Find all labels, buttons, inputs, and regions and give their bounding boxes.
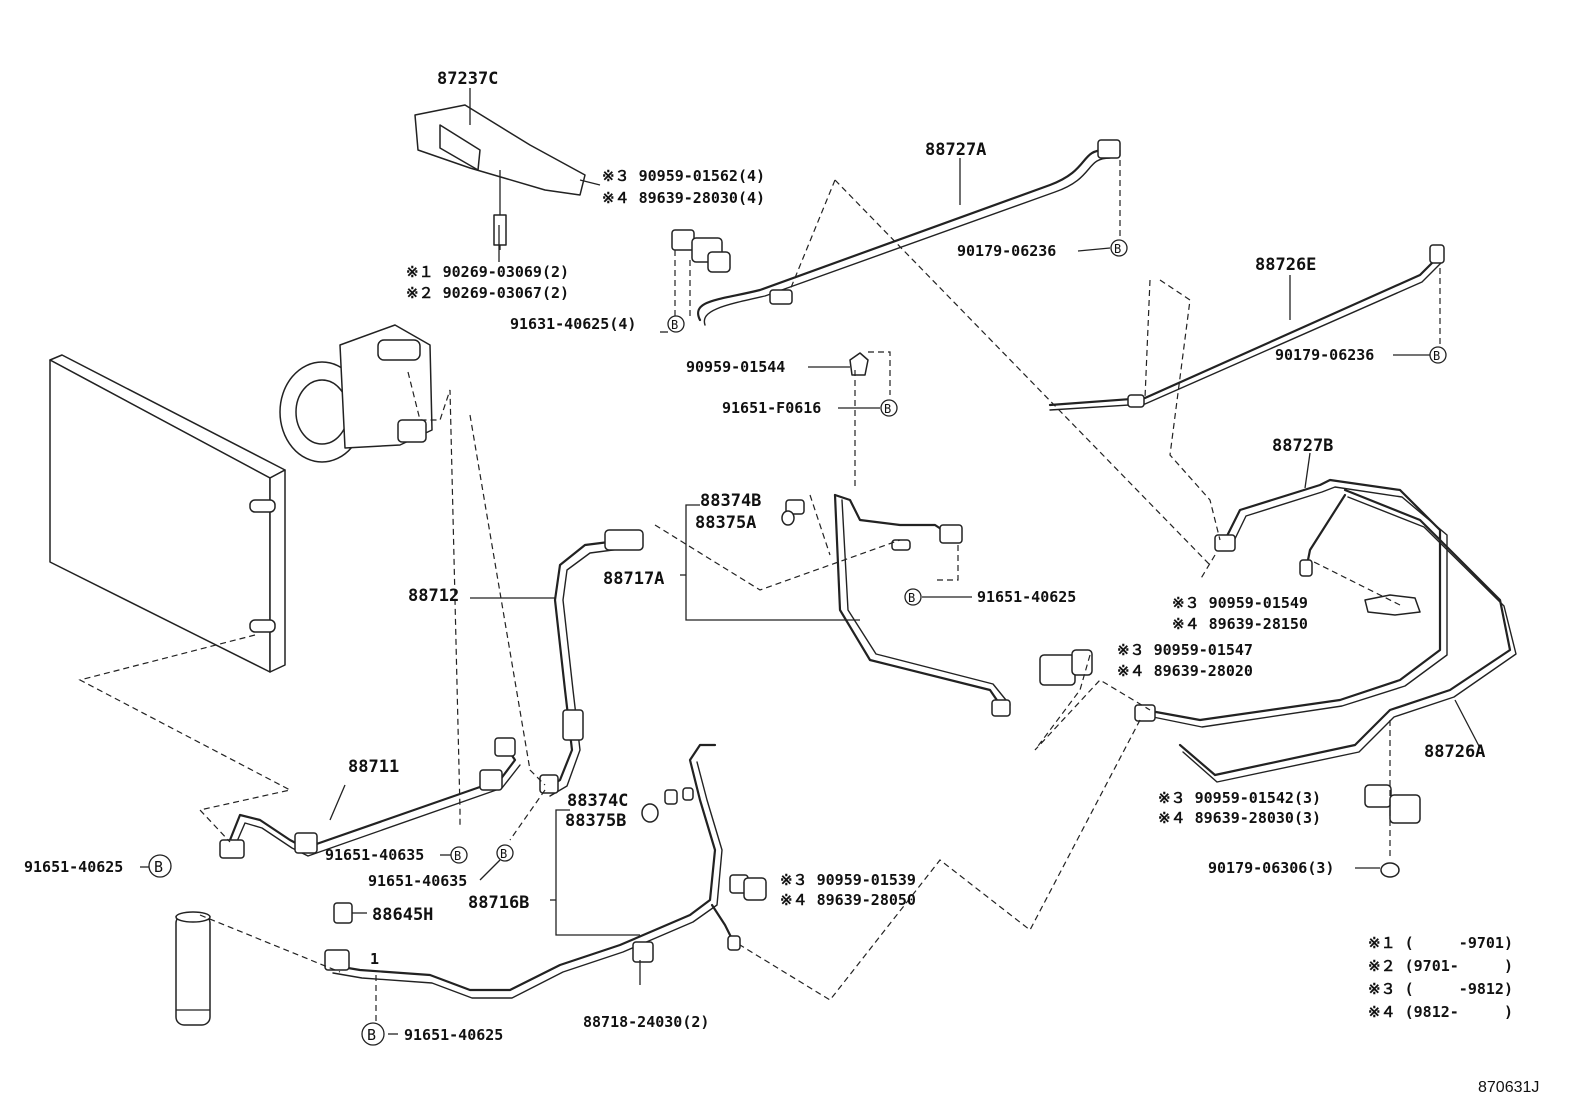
label-s3-01542: ※３ 90959-01542(3) [1158, 789, 1321, 807]
label-88375b: 88375B [565, 811, 626, 831]
label-88374b: 88374B [700, 491, 761, 511]
svg-text:B: B [154, 858, 163, 876]
label-90179-06236-a: 90179-06236 [957, 242, 1056, 260]
label-91651-40635-b: 91651-40635 [368, 872, 467, 890]
b-marker: B [1429, 346, 1447, 364]
label-90179-06236-b: 90179-06236 [1275, 346, 1374, 364]
label-88726e: 88726E [1255, 255, 1316, 275]
condenser-illustration [49, 354, 286, 673]
b-marker: B [496, 844, 514, 862]
label-91651-40625-left: 91651-40625 [24, 858, 123, 876]
label-s2-03067: ※２ 90269-03067(2) [406, 284, 569, 302]
note-1: ※１ ( -9701) [1368, 934, 1513, 952]
label-87237c: 87237C [437, 69, 498, 89]
label-s3-01549: ※３ 90959-01549 [1172, 594, 1308, 612]
label-s4-28030b: ※４ 89639-28030(3) [1158, 809, 1321, 827]
label-s4-28030a: ※４ 89639-28030(4) [602, 189, 765, 207]
label-88718-24030: 88718-24030(2) [583, 1013, 709, 1031]
part-labels: 87237C 88727A 88726E 88727B 88726A 88374… [24, 69, 1485, 1044]
pipe-88716b [324, 743, 741, 999]
label-88711: 88711 [348, 757, 399, 777]
b-marker: B [450, 846, 468, 864]
label-s3-01547: ※３ 90959-01547 [1117, 641, 1253, 659]
label-88645h: 88645H [372, 905, 433, 925]
label-s1-03069: ※１ 90269-03069(2) [406, 263, 569, 281]
b-marker: B [1110, 239, 1128, 257]
pipe-88726e [1048, 244, 1445, 411]
label-91651-f0616: 91651-F0616 [722, 399, 821, 417]
svg-text:B: B [1433, 349, 1440, 363]
label-s3-01562: ※３ 90959-01562(4) [602, 167, 765, 185]
svg-text:B: B [884, 402, 891, 416]
svg-text:B: B [671, 318, 678, 332]
label-88716b: 88716B [468, 893, 529, 913]
bracket-87237c-illustration [414, 104, 586, 250]
dashed-guides [78, 150, 1441, 1025]
b-marker: B [880, 399, 898, 417]
note-3: ※３ ( -9812) [1368, 980, 1513, 998]
b-marker: B [667, 315, 685, 333]
note-4: ※４ (9812- ) [1368, 1003, 1513, 1021]
b-marker: B [361, 1022, 385, 1046]
receiver-dryer-illustration [175, 911, 211, 1026]
pipe-88726a [1134, 488, 1517, 783]
svg-text:B: B [908, 591, 915, 605]
label-88727a: 88727A [925, 140, 986, 160]
figure-id: 870631J [1478, 1079, 1539, 1096]
svg-text:B: B [454, 849, 461, 863]
label-s4-28150: ※４ 89639-28150 [1172, 615, 1308, 633]
label-88374c: 88374C [567, 791, 628, 811]
note-2: ※２ (9701- ) [1368, 957, 1513, 975]
label-91631-40625: 91631-40625(4) [510, 315, 636, 333]
label-ref-1: 1 [370, 950, 379, 968]
label-88717a: 88717A [603, 569, 664, 589]
pipe-88727a [697, 139, 1121, 326]
b-marker: B [148, 854, 172, 878]
pipe-88711 [219, 737, 521, 859]
svg-text:B: B [500, 847, 507, 861]
svg-text:B: B [1114, 242, 1121, 256]
leader-lines [140, 88, 1481, 1035]
circled-b-markers: B B B B B B B B B [148, 239, 1447, 1046]
compressor-illustration [279, 324, 433, 463]
label-s4-28050: ※４ 89639-28050 [780, 891, 916, 909]
label-88712: 88712 [408, 586, 459, 606]
label-s4-28020: ※４ 89639-28020 [1117, 662, 1253, 680]
label-90959-01544: 90959-01544 [686, 358, 785, 376]
pipe-88717a [833, 493, 1011, 717]
label-s3-01539: ※３ 90959-01539 [780, 871, 916, 889]
label-88727b: 88727B [1272, 436, 1333, 456]
svg-text:B: B [367, 1026, 376, 1044]
b-marker: B [904, 588, 922, 606]
label-90179-06306: 90179-06306(3) [1208, 859, 1334, 877]
label-91651-40625-a: 91651-40625 [977, 588, 1076, 606]
label-91651-40625-bottom: 91651-40625 [404, 1026, 503, 1044]
pipe-88712 [539, 529, 644, 797]
label-88375a: 88375A [695, 513, 756, 533]
label-88726a: 88726A [1424, 742, 1485, 762]
label-91651-40635-a: 91651-40635 [325, 846, 424, 864]
date-range-notes: ※１ ( -9701) ※２ (9701- ) ※３ ( -9812) ※４ (… [1368, 934, 1513, 1021]
